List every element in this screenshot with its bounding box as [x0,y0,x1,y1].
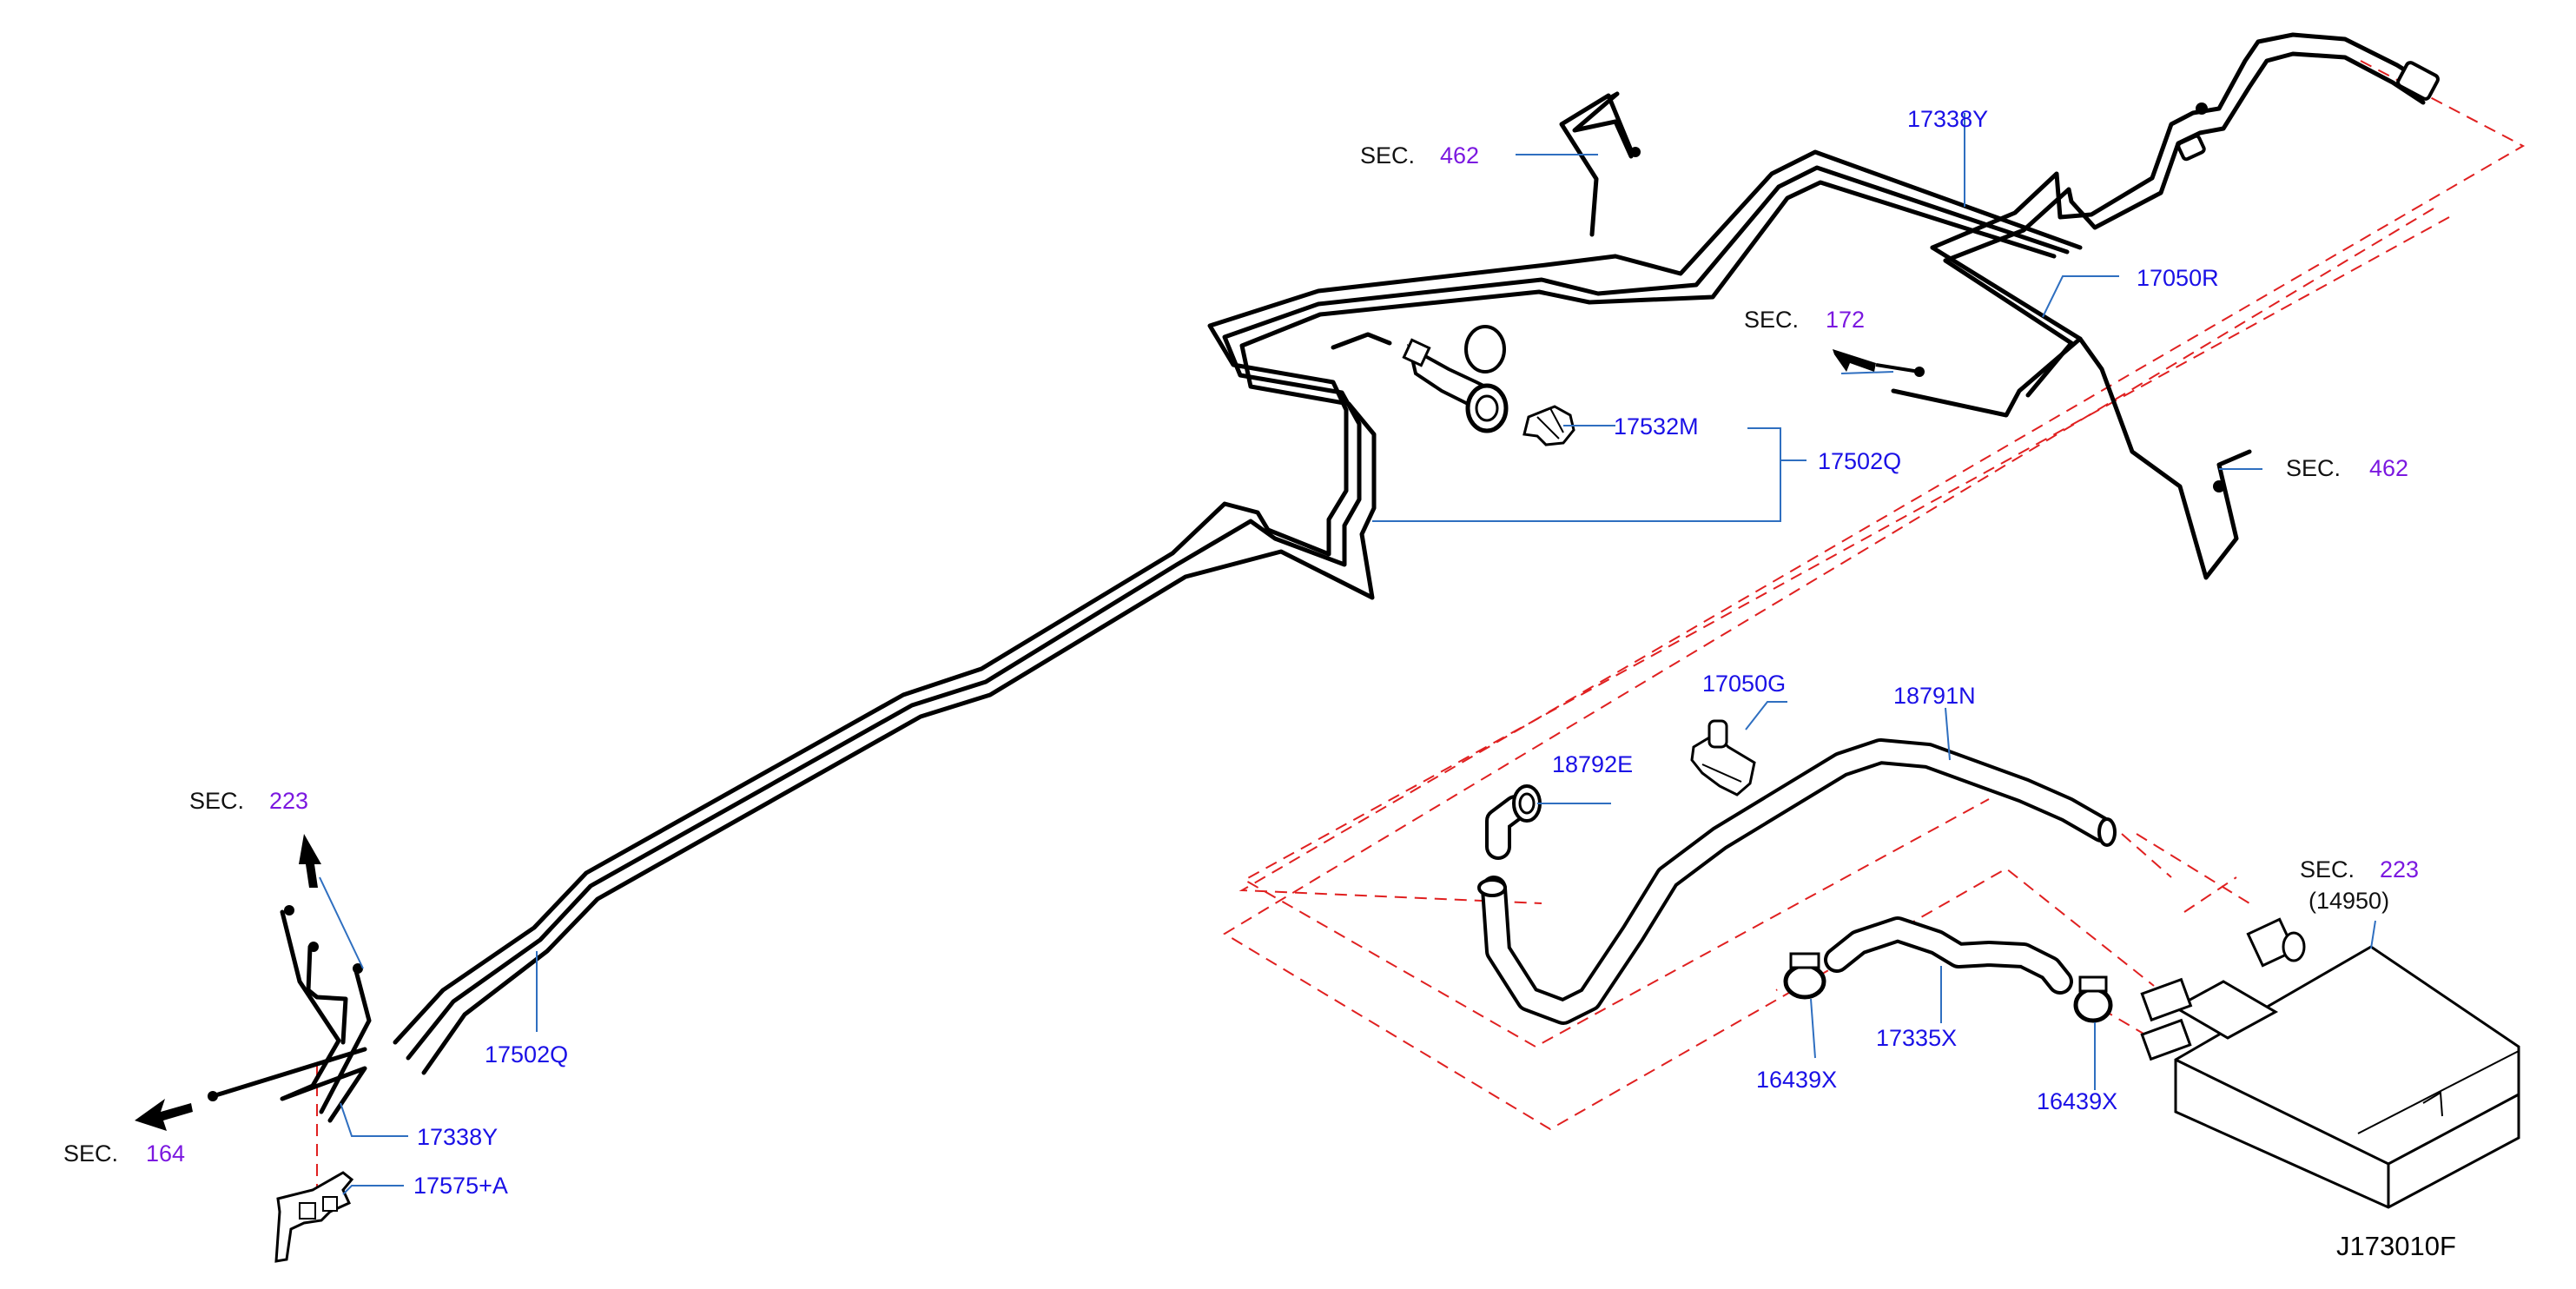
part-17335x: 17335X [1876,1025,1957,1051]
part-17338y-bottom: 17338Y [417,1124,498,1150]
hose-17335x [1824,916,2073,995]
left-lines [135,102,2225,1131]
part-17050g: 17050G [1702,671,1786,697]
sec-223-canister-sub: (14950) [2308,888,2389,914]
labels: SEC. 462 17338Y 17050R SEC. 172 SEC. 462… [63,106,2456,1261]
part-18791n: 18791N [1893,683,1976,709]
bracket-17050g [1690,719,1756,797]
part-18792e: 18792E [1552,751,1633,777]
tube-bundle-17502q [393,149,2083,1075]
bracket-17575a [274,1171,354,1263]
part-16439x-right: 16439X [2037,1088,2117,1114]
sec-223-left-prefix: SEC. [189,788,244,814]
bracket-top [1559,91,1641,237]
part-17575a: 17575+A [413,1173,508,1199]
sec-223-canister-prefix: SEC. [2300,856,2355,882]
figure-code: J173010F [2336,1231,2456,1261]
canister-14950 [2140,917,2520,1209]
sec-223-canister-number: 223 [2380,856,2419,882]
part-17502q-bottom: 17502Q [485,1041,568,1068]
sec-172-number: 172 [1826,307,1865,333]
phantom-lines [316,60,2526,1199]
part-17502q-top: 17502Q [1818,448,1901,474]
vapor-line-17050r [1891,32,2440,580]
part-16439x-left: 16439X [1756,1067,1837,1093]
sec-462-right-number: 462 [2369,455,2408,481]
clamp-16439x-left [1783,952,1826,1000]
hose-18791n [1477,738,2117,1025]
sec-172-prefix: SEC. [1744,307,1799,333]
sec-462-top-prefix: SEC. [1360,142,1415,169]
part-17532m: 17532M [1614,413,1699,440]
part-17338y-top: 17338Y [1907,106,1988,132]
sec-223-left-number: 223 [269,788,308,814]
quick-connector [1402,325,1509,433]
hose-18792e [1485,784,1542,860]
sec-164-number: 164 [146,1140,185,1167]
clamp-16439x-right [2073,975,2113,1023]
sec-462-right-prefix: SEC. [2286,455,2341,481]
clip-17532m [1522,405,1575,446]
part-17050r: 17050R [2137,265,2219,291]
sec-462-top-number: 462 [1440,142,1479,169]
leaders [319,113,2376,1195]
sec-164-prefix: SEC. [63,1140,118,1167]
